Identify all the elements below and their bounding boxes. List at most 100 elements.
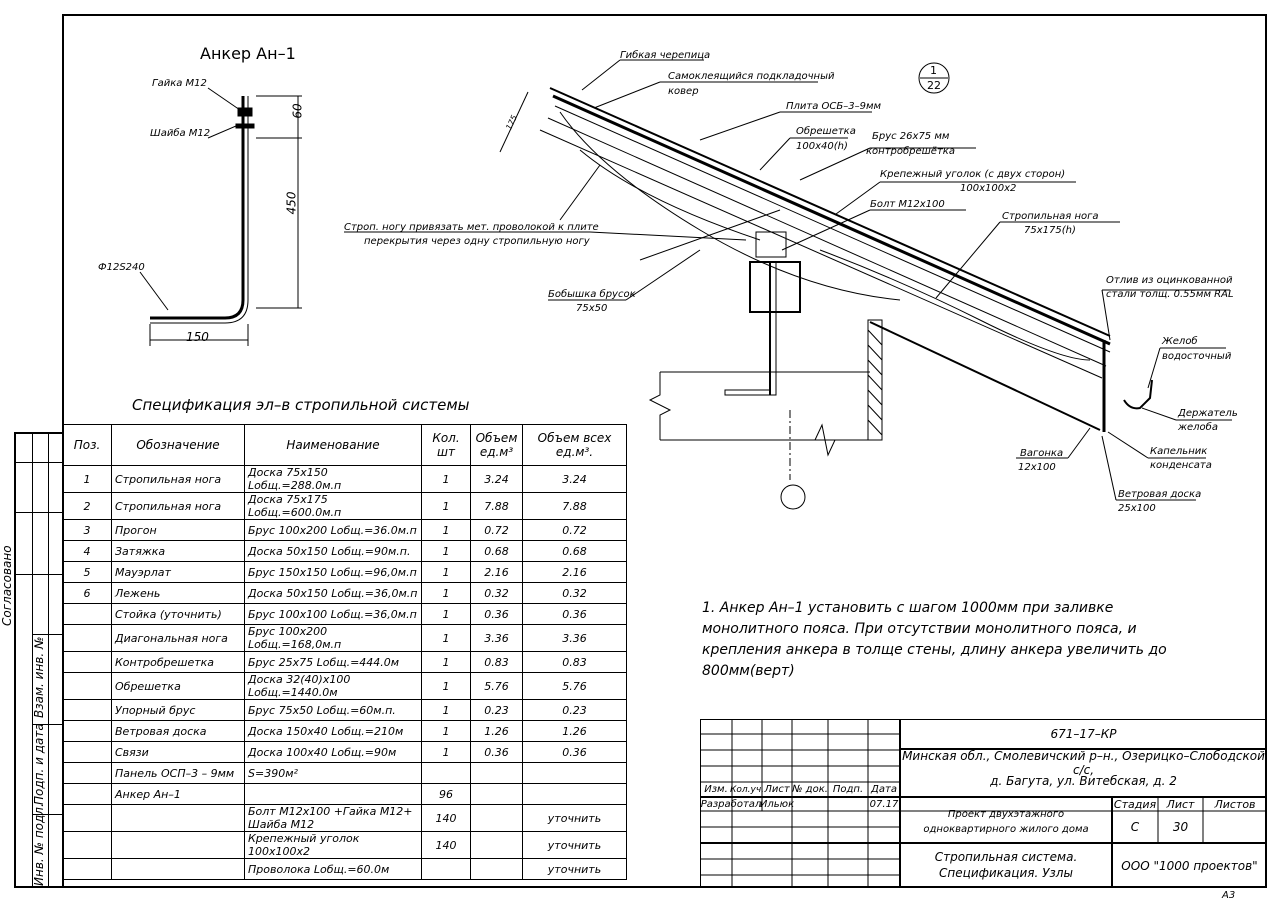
cell-v1	[470, 831, 523, 859]
tb-col-list: Лист	[764, 784, 790, 795]
cell-name: Брус 100х200 Lобщ.=168,0м.п	[244, 624, 422, 652]
cell-qty: 1	[421, 672, 471, 700]
note-text: 1. Анкер Ан–1 установить с шагом 1000мм …	[702, 600, 1167, 679]
cell-oboz	[111, 858, 245, 880]
tb-sheet-2: Спецификация. Узлы	[939, 866, 1073, 880]
lbl-obreshetka-2: 100х40(h)	[796, 141, 848, 152]
tb-sheet-1: Стропильная система.	[934, 850, 1078, 864]
cell-pos: 1	[62, 465, 112, 493]
cell-qty: 1	[421, 582, 471, 604]
col-pos: Поз.	[62, 424, 112, 466]
table-row: Стойка (уточнить)Брус 100х100 Lобщ.=36,0…	[62, 603, 627, 625]
cell-v1	[470, 762, 523, 784]
lbl-ugolok-2: 100х100х2	[960, 183, 1017, 194]
cell-v1	[470, 858, 523, 880]
cell-v2: 3.24	[522, 465, 627, 493]
anchor-washer-label: Шайба М12	[150, 128, 211, 139]
lbl-kapel-1: Капельник	[1150, 446, 1208, 457]
tb-razrab: Разработал	[700, 798, 762, 810]
cell-pos	[62, 831, 112, 859]
lbl-vetr-2: 25х100	[1118, 503, 1156, 514]
tb-col-izm: Изм.	[704, 784, 728, 795]
col-name: Наименование	[244, 424, 422, 466]
ref-top: 1	[930, 64, 937, 77]
cell-oboz: Связи	[111, 741, 245, 763]
cell-qty: 1	[421, 465, 471, 493]
cell-name: Доска 32(40)х100 Lобщ.=1440.0м	[244, 672, 422, 700]
tb-stadiya: С	[1130, 820, 1140, 834]
cell-v1: 3.36	[470, 624, 523, 652]
tb-list-h: Лист	[1166, 797, 1195, 811]
cell-v1: 0.83	[470, 651, 523, 673]
cell-qty: 1	[421, 624, 471, 652]
cell-oboz	[111, 831, 245, 859]
cell-v2: 0.36	[522, 741, 627, 763]
lbl-derzh-1: Держатель	[1178, 408, 1238, 419]
cell-v1: 3.24	[470, 465, 523, 493]
col-oboz: Обозначение	[111, 424, 245, 466]
lbl-obreshetka-1: Обрешетка	[796, 126, 856, 137]
col-qty: Кол. шт	[421, 424, 471, 466]
cell-v1: 0.32	[470, 582, 523, 604]
tb-listov-h: Листов	[1214, 797, 1256, 811]
lbl-zhelob-2: водосточный	[1162, 351, 1232, 362]
tb-date: 07.17	[869, 798, 899, 810]
lbl-bobyshka-1: Бобышка брусок	[548, 289, 636, 300]
cell-name: Брус 100х100 Lобщ.=36,0м.п	[244, 603, 422, 625]
lbl-brus-1: Брус 26х75 мм	[872, 131, 950, 142]
cell-oboz: Диагональная нога	[111, 624, 245, 652]
cell-v1	[470, 783, 523, 805]
lbl-kapel-2: конденсата	[1150, 460, 1212, 471]
format-label: А3	[1222, 890, 1236, 901]
cell-v2: уточнить	[522, 831, 627, 859]
cell-v2: 0.23	[522, 699, 627, 721]
cell-v1: 1.26	[470, 720, 523, 742]
cell-name	[244, 783, 422, 805]
cell-qty: 1	[421, 561, 471, 583]
lbl-vagonka-1: Вагонка	[1020, 448, 1064, 459]
cell-qty: 1	[421, 699, 471, 721]
cell-pos	[62, 741, 112, 763]
lbl-bobyshka-2: 75х50	[576, 303, 608, 314]
tb-project-1: Проект двухэтажного	[947, 808, 1065, 820]
lbl-samokley-2: ковер	[668, 86, 699, 97]
cell-name: Доска 150х40 Lобщ.=210м	[244, 720, 422, 742]
tb-project-2: одноквартирного жилого дома	[923, 823, 1089, 835]
cell-oboz: Лежень	[111, 582, 245, 604]
cell-v2	[522, 762, 627, 784]
cell-oboz: Стойка (уточнить)	[111, 603, 245, 625]
cell-v1: 0.36	[470, 741, 523, 763]
cell-pos	[62, 672, 112, 700]
cell-v2: 3.36	[522, 624, 627, 652]
cell-oboz: Стропильная нога	[111, 465, 245, 493]
lbl-vetr-1: Ветровая доска	[1118, 489, 1202, 500]
tb-col-kolych: Кол.уч.	[730, 784, 765, 795]
cell-oboz: Анкер Ан–1	[111, 783, 245, 805]
cell-v2: 7.88	[522, 492, 627, 520]
cell-oboz: Ветровая доска	[111, 720, 245, 742]
lbl-samokley-1: Самоклеящийся подкладочный	[668, 71, 835, 82]
cell-v1: 0.72	[470, 519, 523, 541]
cell-oboz: Обрешетка	[111, 672, 245, 700]
cell-name: Доска 50х150 Lобщ.=36,0м.п	[244, 582, 422, 604]
cell-pos	[62, 804, 112, 832]
cell-oboz: Упорный брус	[111, 699, 245, 721]
lbl-brus-2: контробрешётка	[866, 146, 955, 157]
tb-code: 671–17–КР	[1050, 727, 1117, 741]
cell-pos	[62, 720, 112, 742]
tb-list: 30	[1172, 820, 1189, 834]
lbl-gibkaya: Гибкая черепица	[620, 50, 711, 61]
cell-v1: 0.36	[470, 603, 523, 625]
cell-pos	[62, 603, 112, 625]
cell-qty: 1	[421, 540, 471, 562]
cell-oboz: Панель ОСП–3 – 9мм	[111, 762, 245, 784]
cell-qty: 140	[421, 804, 471, 832]
tb-col-date: Дата	[871, 784, 897, 795]
